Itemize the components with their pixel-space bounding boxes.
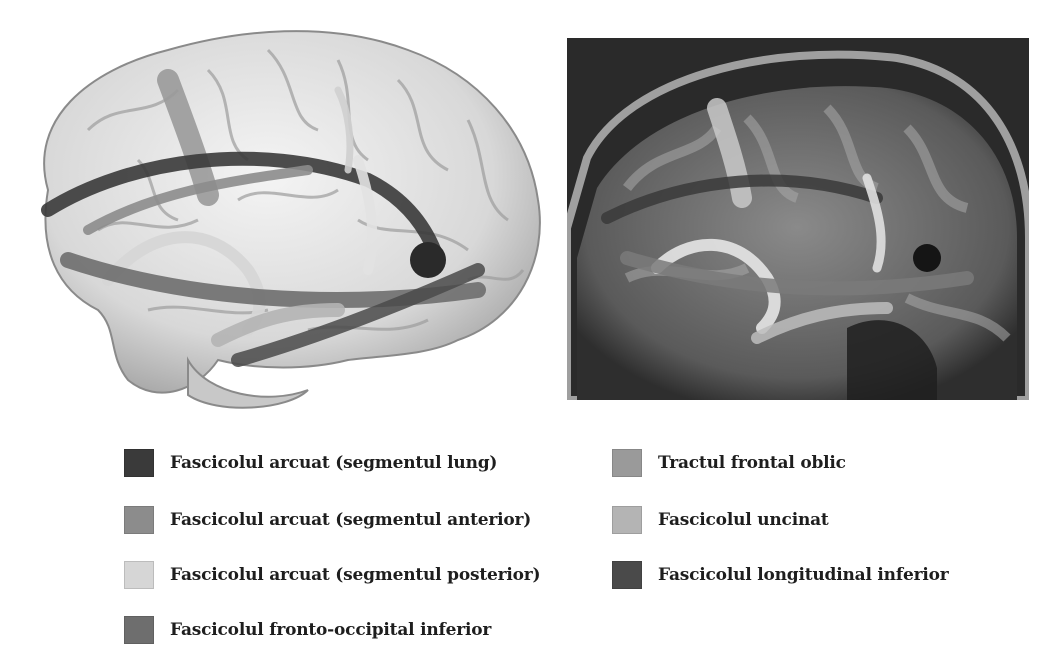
legend-item-arcuat-posterior: Fascicolul arcuat (segmentul posterior) <box>124 560 540 590</box>
brain-surface-render <box>8 10 553 410</box>
legend-label: Fascicolul arcuat (segmentul posterior) <box>170 565 540 585</box>
legend-swatch <box>124 561 154 589</box>
legend-label: Fascicolul longitudinal inferior <box>658 565 949 585</box>
legend-swatch <box>124 506 154 534</box>
legend-item-frontal-oblic: Tractul frontal oblic <box>612 448 846 478</box>
legend-swatch <box>612 561 642 589</box>
legend-item-longitudinal-inferior: Fascicolul longitudinal inferior <box>612 560 949 590</box>
legend-item-uncinat: Fascicolul uncinat <box>612 505 829 535</box>
legend-label: Fascicolul arcuat (segmentul lung) <box>170 453 497 473</box>
legend-swatch <box>124 449 154 477</box>
legend-label: Fascicolul arcuat (segmentul anterior) <box>170 510 531 530</box>
legend-swatch <box>612 506 642 534</box>
legend-swatch <box>612 449 642 477</box>
legend-label: Fascicolul fronto-occipital inferior <box>170 620 491 640</box>
legend-item-arcuat-lung: Fascicolul arcuat (segmentul lung) <box>124 448 497 478</box>
mri-sagittal-slice <box>567 38 1029 400</box>
legend-label: Fascicolul uncinat <box>658 510 829 530</box>
legend-swatch <box>124 616 154 644</box>
legend: Fascicolul arcuat (segmentul lung) Fasci… <box>124 448 1024 648</box>
legend-item-fronto-occipital: Fascicolul fronto-occipital inferior <box>124 615 491 645</box>
legend-item-arcuat-anterior: Fascicolul arcuat (segmentul anterior) <box>124 505 531 535</box>
legend-label: Tractul frontal oblic <box>658 453 846 473</box>
